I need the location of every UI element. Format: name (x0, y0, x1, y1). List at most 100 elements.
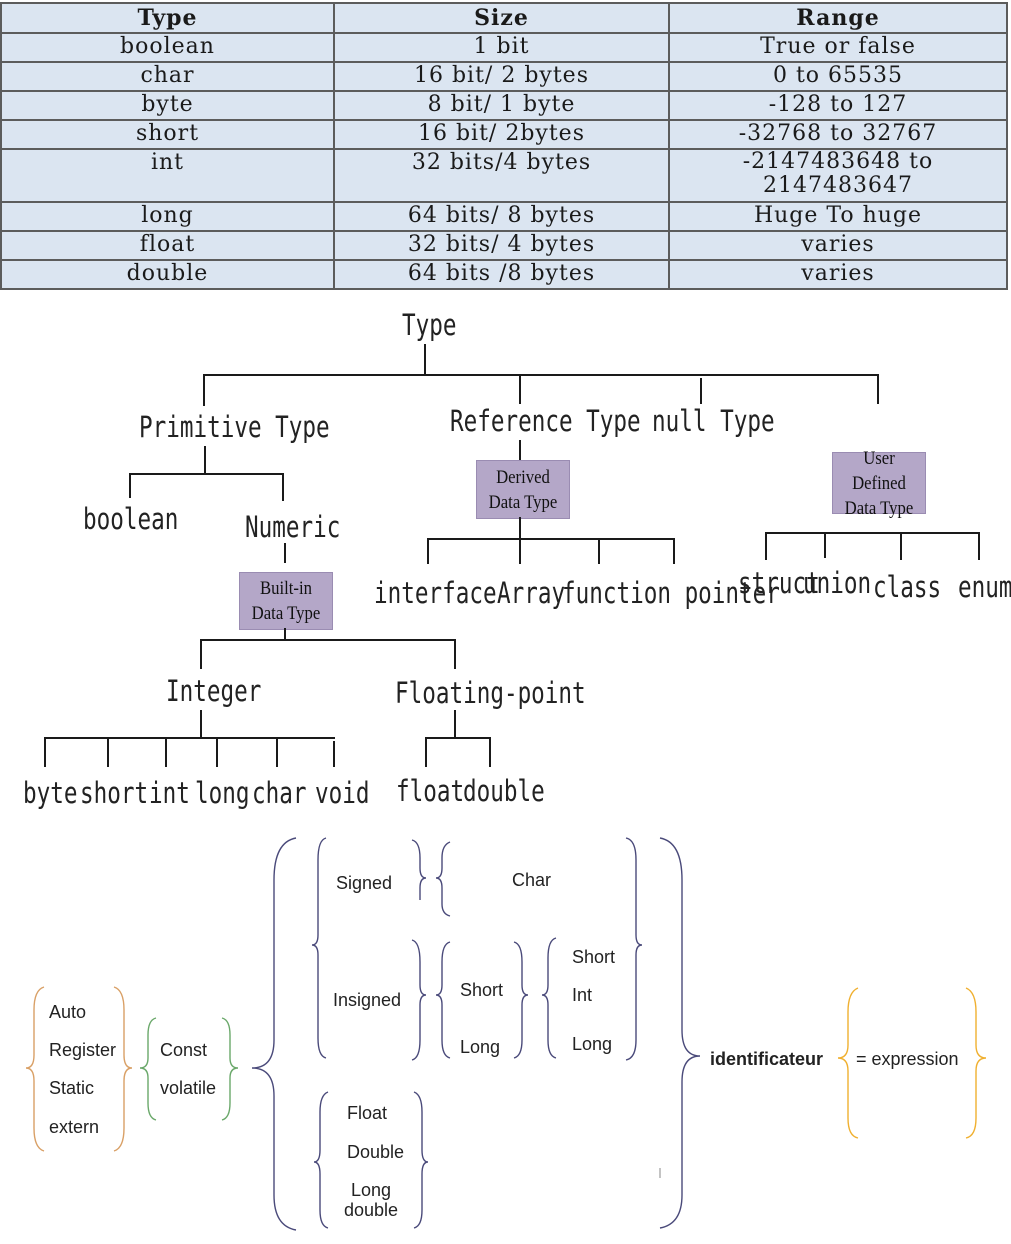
cell-size: 8 bit/ 1 byte (333, 90, 670, 121)
unsigned-brace-close (411, 939, 427, 1061)
cell-range: True or false (668, 32, 1008, 63)
connector-line (129, 473, 131, 498)
connector-line (425, 737, 427, 767)
connector-line (673, 538, 675, 564)
signed-label: Signed (336, 873, 393, 893)
short-long-brace-open (435, 941, 451, 1059)
connector-line (203, 374, 879, 376)
connector-line (44, 737, 46, 767)
reference-type-label: Reference Type (450, 404, 641, 438)
int-type-int: int (149, 776, 190, 810)
user-class: class (873, 570, 942, 604)
primitive-type-label: Primitive Type (139, 410, 330, 444)
connector-line (200, 710, 202, 738)
connector-line (489, 737, 491, 767)
storage-brace-close (113, 986, 133, 1152)
float-group-float: Float (347, 1103, 388, 1123)
expression-label: = expression (856, 1049, 959, 1069)
int-type-byte: byte (23, 776, 78, 810)
connector-line (200, 639, 202, 669)
expression-brace-close (965, 987, 987, 1139)
connector-line (877, 374, 879, 404)
user-defined-data-type-text: User Defined Data Type (844, 447, 914, 519)
type-brace-open (251, 837, 297, 1231)
int-type-short: short (80, 776, 149, 810)
table-row: int 32 bits/4 bytes -2147483648 to 21474… (0, 148, 1008, 203)
cell-range: -2147483648 to 2147483647 (668, 148, 1008, 203)
cell-size: 1 bit (333, 32, 670, 63)
cell-size: 64 bits /8 bytes (333, 259, 670, 290)
char-label: Char (512, 870, 552, 890)
float-brace-close (413, 1091, 429, 1229)
table-row: char 16 bit/ 2 bytes 0 to 65535 (0, 61, 1008, 92)
connector-line (454, 639, 456, 669)
connector-line (519, 440, 521, 460)
type-brace-close (659, 837, 701, 1229)
connector-line (978, 532, 980, 560)
cell-range: -128 to 127 (668, 90, 1008, 121)
cell-range: -32768 to 32767 (668, 119, 1008, 150)
table-row: long 64 bits/ 8 bytes Huge To huge (0, 201, 1008, 232)
storage-auto: Auto (49, 1002, 87, 1022)
long-label: Long (460, 1037, 501, 1057)
storage-register: Register (49, 1040, 117, 1060)
connector-line (165, 737, 167, 767)
table-row: boolean 1 bit True or false (0, 32, 1008, 63)
short-label: Short (460, 980, 504, 1000)
cell-type: char (0, 61, 335, 92)
derived-data-type-box: Derived Data Type (476, 460, 570, 519)
storage-brace-open (25, 986, 45, 1152)
connector-line (425, 737, 491, 739)
connector-line (427, 538, 675, 540)
int-group-brace-open (541, 937, 557, 1059)
connector-line (519, 517, 521, 539)
sign-brace-close (411, 839, 427, 900)
storage-static: Static (49, 1078, 95, 1098)
int-type-void: void (315, 776, 370, 810)
connector-line (200, 639, 456, 641)
cell-size: 32 bits/ 4 bytes (333, 230, 670, 261)
unsigned-label: Insigned (333, 990, 402, 1010)
float-group-long-double: Long double (343, 1180, 399, 1220)
connector-line (284, 543, 286, 563)
connector-line (129, 473, 284, 475)
int-group-int: Int (572, 985, 593, 1005)
char-brace-open (435, 841, 451, 917)
derived-array: Array (497, 576, 566, 610)
identifier-label: identificateur (710, 1049, 824, 1069)
tree-root-label: Type (402, 308, 457, 342)
connector-line (519, 538, 521, 564)
cell-type: float (0, 230, 335, 261)
int-group-brace-close (625, 837, 643, 1061)
cell-size: 16 bit/ 2 bytes (333, 61, 670, 92)
cell-size: 64 bits/ 8 bytes (333, 201, 670, 232)
user-struct: struct (738, 566, 820, 600)
table-row: double 64 bits /8 bytes varies (0, 259, 1008, 290)
connector-line (204, 446, 206, 474)
qualifier-volatile: volatile (160, 1078, 217, 1098)
header-range: Range (668, 2, 1008, 34)
cell-type: int (0, 148, 335, 203)
cell-range: varies (668, 230, 1008, 261)
qualifier-brace-close (221, 1017, 239, 1121)
float-brace-open (313, 1091, 329, 1229)
int-type-char: char (252, 776, 307, 810)
connector-line (216, 737, 218, 767)
data-type-table: Type Size Range boolean 1 bit True or fa… (0, 2, 1008, 290)
cell-range: varies (668, 259, 1008, 290)
connector-line (203, 374, 205, 406)
user-enum: enum (958, 570, 1011, 604)
connector-line (424, 344, 426, 375)
connector-line (454, 710, 456, 738)
table-row: float 32 bits/ 4 bytes varies (0, 230, 1008, 261)
floating-point-label: Floating-point (395, 676, 586, 710)
table-row: byte 8 bit/ 1 byte -128 to 127 (0, 90, 1008, 121)
derived-interface: interface (374, 576, 497, 610)
cell-size: 32 bits/4 bytes (333, 148, 670, 203)
header-type: Type (0, 2, 335, 34)
connector-line (700, 378, 702, 404)
connector-line (824, 532, 826, 558)
short-long-brace-close (513, 941, 529, 1059)
integer-brace-open (311, 837, 327, 1059)
